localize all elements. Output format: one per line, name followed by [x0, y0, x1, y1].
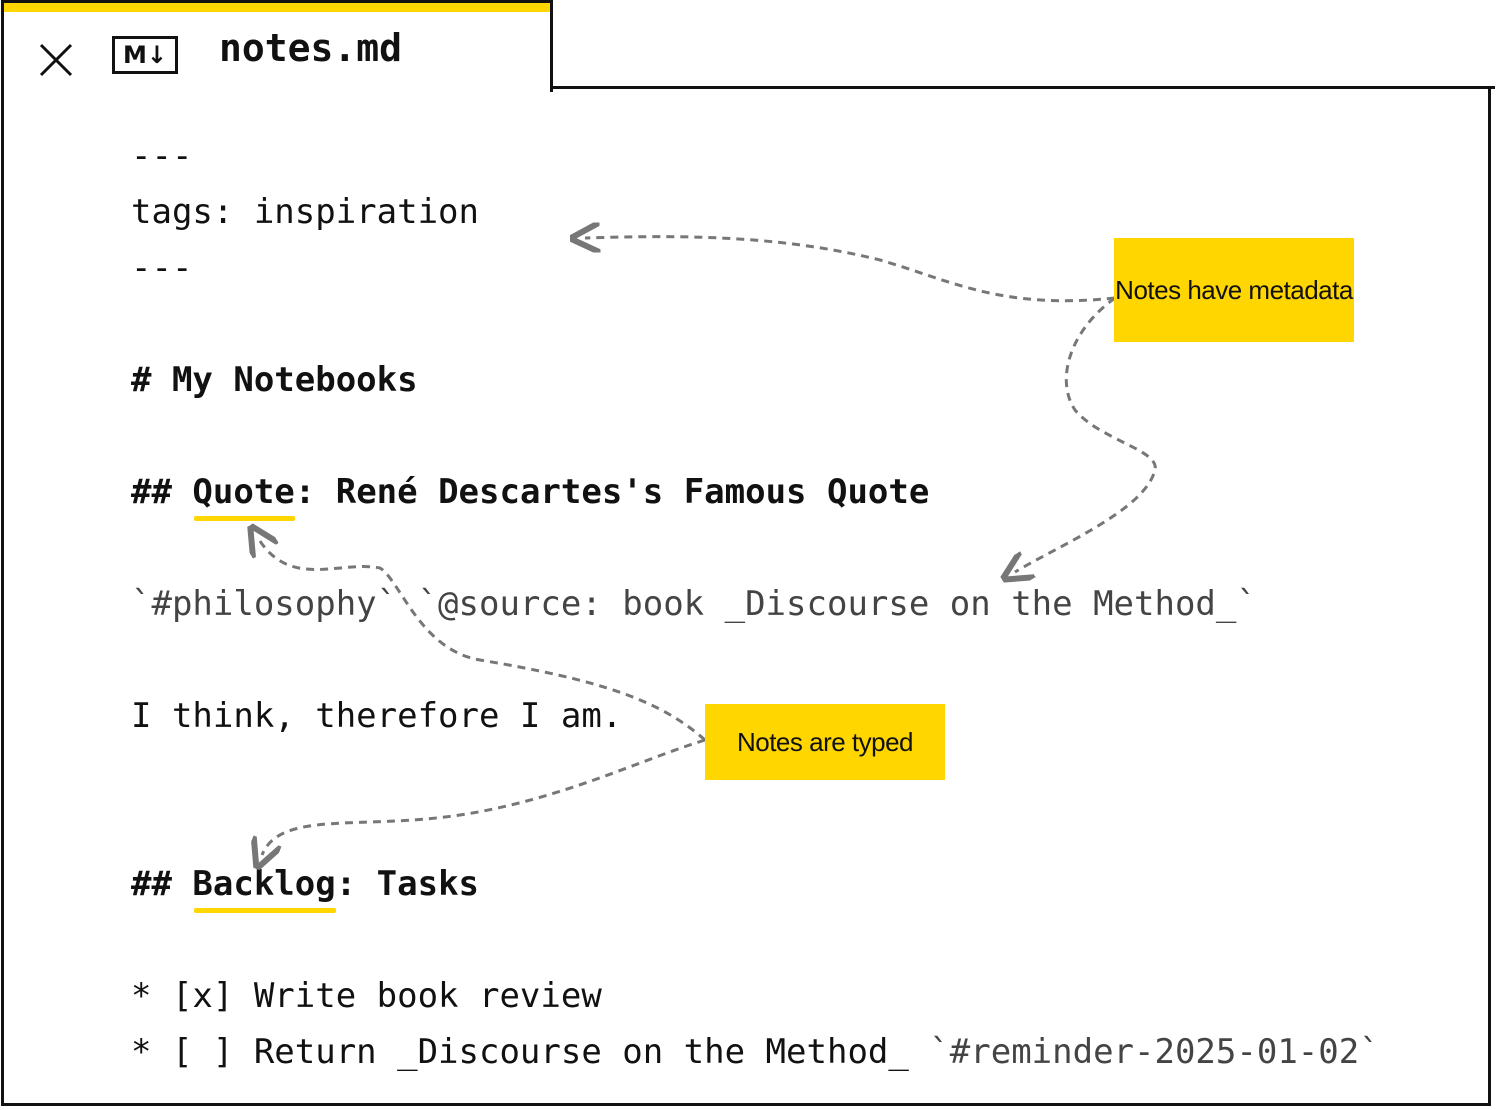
markdown-icon: M↓	[112, 36, 178, 74]
close-icon[interactable]	[38, 42, 74, 78]
heading-prefix: ##	[131, 472, 193, 512]
heading-prefix: ##	[131, 864, 193, 904]
quote-body: I think, therefore I am.	[131, 696, 623, 736]
heading-rest: : Tasks	[335, 864, 480, 904]
tab-title: notes.md	[219, 26, 403, 70]
task-item-2: * [ ] Return _Discourse on the Method_ `…	[131, 1032, 1380, 1072]
tab-active-indicator	[4, 0, 550, 12]
frontmatter-tags: tags: inspiration	[131, 192, 479, 232]
heading-1: # My Notebooks	[131, 360, 418, 400]
frontmatter-close: ---	[131, 248, 193, 288]
quote-metadata: `#philosophy` `@source: book _Discourse …	[131, 584, 1257, 624]
file-tab[interactable]: M↓ notes.md	[1, 0, 553, 92]
heading-rest: : René Descartes's Famous Quote	[294, 472, 930, 512]
annotation-typed: Notes are typed	[705, 704, 945, 780]
task-text: * [ ] Return _Discourse on the Method_	[131, 1032, 930, 1072]
task-item-1: * [x] Write book review	[131, 976, 602, 1016]
reminder-tag: `#reminder-2025-01-02`	[929, 1032, 1380, 1072]
annotation-metadata: Notes have metadata	[1114, 238, 1354, 342]
editor-frame	[1, 88, 1491, 1106]
heading-quote: ## Quote: René Descartes's Famous Quote	[131, 472, 929, 512]
frame-border	[553, 86, 1495, 89]
note-type-quote: Quote	[192, 472, 295, 512]
frontmatter-open: ---	[131, 136, 193, 176]
heading-backlog: ## Backlog: Tasks	[131, 864, 479, 904]
